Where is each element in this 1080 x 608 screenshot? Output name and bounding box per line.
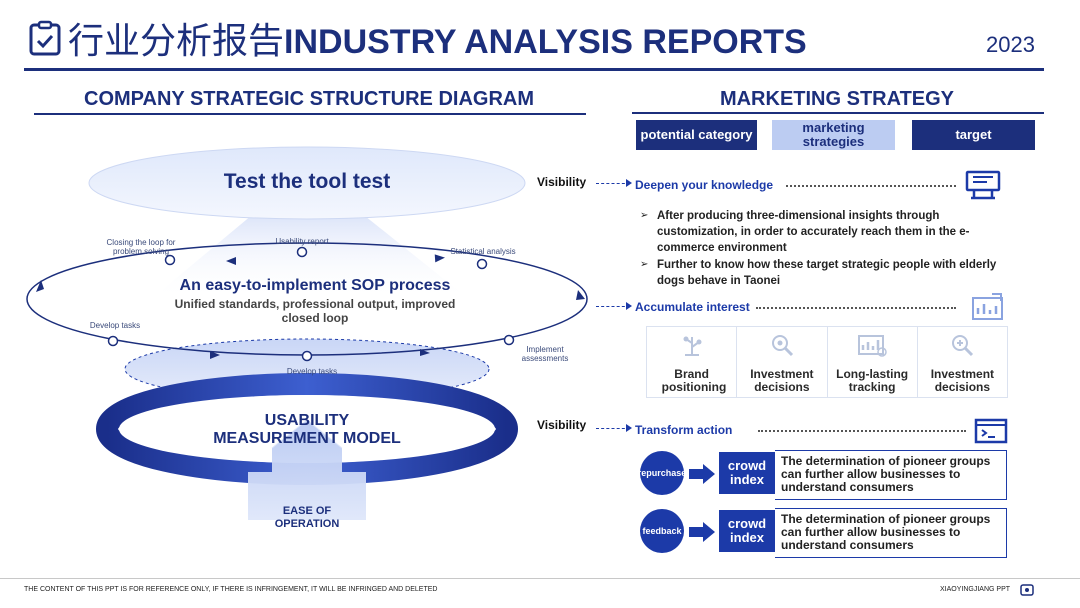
dashboard-icon [970, 292, 1006, 322]
header-divider [24, 68, 1044, 71]
node-statistical-analysis [478, 260, 487, 269]
crowd-index-box: crowd index [719, 510, 775, 552]
row-label-accumulate: Accumulate interest [635, 300, 750, 314]
node-develop-tasks-center [303, 352, 312, 361]
crowd-index-box: crowd index [719, 452, 775, 494]
row-dots-3 [758, 430, 966, 432]
card-label: Investment decisions [927, 368, 997, 394]
tree-icon [679, 333, 705, 362]
magnifier-icon [769, 333, 795, 362]
page-title-cn: 行业分析报告 [68, 21, 284, 62]
ease-of-operation-label: EASE OF OPERATION [262, 505, 352, 531]
node-usability-report [298, 248, 307, 257]
logo-icon [1020, 583, 1034, 601]
card-investment-decisions: Investment decisions [737, 327, 827, 397]
row-label-deepen: Deepen your knowledge [635, 178, 773, 192]
card-long-lasting-tracking: Long-lasting tracking [828, 327, 918, 397]
clipboard-icon [28, 20, 62, 56]
left-section-title: COMPANY STRATEGIC STRUCTURE DIAGRAM [34, 88, 584, 111]
left-section-underline [34, 113, 586, 115]
develop-tasks-left-label: Develop tasks [80, 321, 150, 330]
implement-assessments-label: Implement assessments [512, 345, 578, 363]
develop-tasks-center-label: Develop tasks [272, 367, 352, 376]
row-dots-2 [756, 307, 956, 309]
right-section-title: MARKETING STRATEGY [632, 88, 1042, 111]
bullet-text: Further to know how these target strateg… [657, 257, 1020, 289]
card-label: Long-lasting tracking [835, 368, 909, 394]
closing-loop-label: Closing the loop for problem solving [96, 238, 186, 256]
bullet-arrow-icon: ➢ [640, 257, 657, 289]
node-develop-tasks-left [109, 337, 118, 346]
feedback-tag: feedback [640, 509, 684, 553]
bullet-item: ➢ After producing three-dimensional insi… [640, 208, 1020, 256]
card-investment-decisions-2: Investment decisions [918, 327, 1007, 397]
row-dots-1 [786, 185, 956, 187]
usability-model-label: USABILITY MEASUREMENT MODEL [210, 412, 404, 448]
repurchase-tag: repurchase [640, 451, 684, 495]
top-ellipse-label: Test the tool test [160, 170, 454, 194]
visibility-arrow-2 [596, 428, 630, 429]
page-title-en: INDUSTRY ANALYSIS REPORTS [284, 23, 807, 61]
page-title: 行业分析报告INDUSTRY ANALYSIS REPORTS [68, 18, 807, 66]
action-description: The determination of pioneer groups can … [775, 508, 1007, 558]
tab-potential-category[interactable]: potential category [636, 120, 757, 150]
card-label: Investment decisions [747, 368, 817, 394]
row-label-transform: Transform action [635, 423, 732, 437]
tab-marketing-strategies[interactable]: marketing strategies [772, 120, 895, 150]
search-gear-icon [949, 333, 975, 362]
card-brand-positioning: Brand positioning [647, 327, 737, 397]
bullet-list: ➢ After producing three-dimensional insi… [640, 208, 1020, 289]
interest-cards: Brand positioning Investment decisions L… [646, 326, 1008, 398]
growth-chart-icon [857, 333, 887, 362]
year-label: 2023 [986, 32, 1035, 58]
footer-disclaimer: THE CONTENT OF THIS PPT IS FOR REFERENCE… [24, 586, 437, 593]
bullet-arrow-icon: ➢ [640, 208, 657, 256]
bullet-item: ➢ Further to know how these target strat… [640, 257, 1020, 289]
accumulate-arrow [596, 306, 630, 307]
arrowhead-1 [626, 179, 632, 187]
action-description: The determination of pioneer groups can … [775, 450, 1007, 500]
visibility-label-2: Visibility [537, 418, 586, 432]
billboard-icon [965, 168, 1001, 200]
tab-target[interactable]: target [912, 120, 1035, 150]
card-label: Brand positioning [662, 368, 722, 394]
arrow-right-icon [689, 522, 715, 547]
visibility-arrow-1 [596, 183, 630, 184]
arrowhead-2 [626, 302, 632, 310]
visibility-label-1: Visibility [537, 175, 586, 189]
footer-divider [0, 578, 1080, 579]
node-closing-loop [166, 256, 175, 265]
loop-subtitle: Unified standards, professional output, … [170, 297, 460, 325]
loop-title: An easy-to-implement SOP process [140, 277, 490, 295]
statistical-analysis-label: Statistical analysis [440, 247, 526, 256]
arrowhead-3 [626, 424, 632, 432]
arrow-right-icon [689, 464, 715, 489]
footer-brand: XIAOYINGJIANG PPT [940, 586, 1010, 593]
bullet-text: After producing three-dimensional insigh… [657, 208, 1020, 256]
usability-report-label: Usability report [262, 237, 342, 246]
node-implement-assessments [505, 336, 514, 345]
right-section-underline [632, 112, 1044, 114]
terminal-icon [974, 417, 1008, 445]
